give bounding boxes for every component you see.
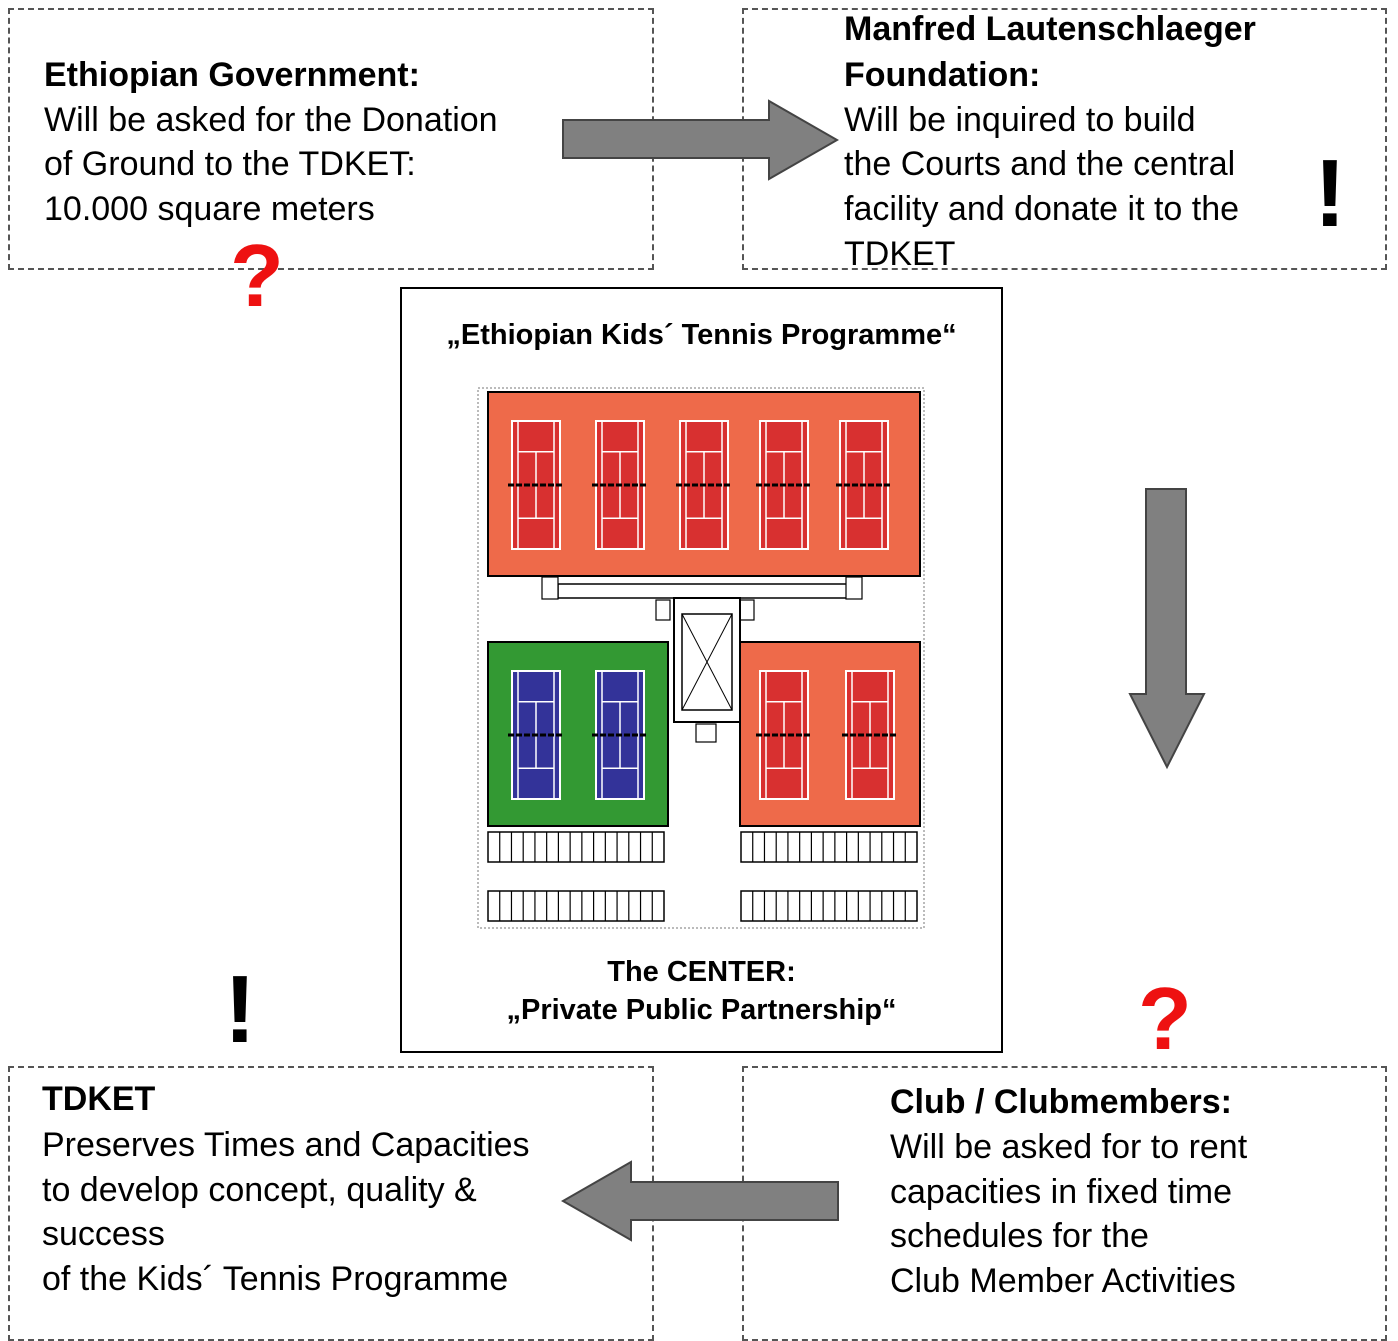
club-line-4: Club Member Activities bbox=[890, 1262, 1236, 1300]
clay-court-top-5 bbox=[836, 420, 892, 550]
government-question-mark: ? bbox=[230, 226, 284, 325]
club-question-mark: ? bbox=[1138, 969, 1192, 1068]
foundation-heading-2: Foundation: bbox=[844, 56, 1041, 94]
clay-court-bottom-1 bbox=[756, 670, 812, 800]
tdket-line-2: to develop concept, quality & bbox=[42, 1171, 477, 1209]
seating-block-1 bbox=[487, 831, 665, 863]
down-arrow bbox=[1128, 488, 1206, 770]
foundation-exclamation-mark: ! bbox=[1314, 140, 1346, 247]
club-heading: Club / Clubmembers: bbox=[890, 1083, 1232, 1121]
foundation-line-4: TDKET bbox=[844, 235, 956, 273]
center-title: „Ethiopian Kids´ Tennis Programme“ bbox=[446, 319, 957, 351]
tennis-center-site-plan bbox=[477, 387, 925, 929]
club-line-1: Will be asked for to rent bbox=[890, 1128, 1248, 1166]
tdket-line-3: success bbox=[42, 1215, 165, 1253]
center-caption-1: The CENTER: bbox=[607, 956, 796, 988]
center-caption-2: „Private Public Partnership“ bbox=[506, 994, 897, 1026]
hard-court-2 bbox=[592, 670, 648, 800]
tdket-line-4: of the Kids´ Tennis Programme bbox=[42, 1260, 509, 1298]
clay-court-top-4 bbox=[756, 420, 812, 550]
club-line-2: capacities in fixed time bbox=[890, 1173, 1233, 1211]
seating-block-2 bbox=[740, 831, 918, 863]
foundation-heading-1: Manfred Lautenschlaeger bbox=[844, 10, 1256, 48]
government-line-2: of Ground to the TDKET: bbox=[44, 145, 416, 183]
tdket-line-1: Preserves Times and Capacities bbox=[42, 1126, 530, 1164]
club-line-3: schedules for the bbox=[890, 1217, 1149, 1255]
government-heading: Ethiopian Government: bbox=[44, 56, 420, 94]
seating-block-3 bbox=[487, 890, 665, 922]
right-arrow bbox=[562, 99, 840, 181]
government-line-3: 10.000 square meters bbox=[44, 190, 375, 228]
foundation-line-1: Will be inquired to build bbox=[844, 101, 1196, 139]
central-facility bbox=[673, 597, 741, 743]
clay-court-bottom-2 bbox=[842, 670, 898, 800]
foundation-line-3: facility and donate it to the bbox=[844, 190, 1240, 228]
left-arrow bbox=[560, 1160, 839, 1242]
clay-court-top-3 bbox=[676, 420, 732, 550]
clay-court-top-1 bbox=[508, 420, 564, 550]
hard-court-1 bbox=[508, 670, 564, 800]
clay-court-top-2 bbox=[592, 420, 648, 550]
government-line-1: Will be asked for the Donation bbox=[44, 101, 498, 139]
seating-block-4 bbox=[740, 890, 918, 922]
foundation-line-2: the Courts and the central bbox=[844, 145, 1236, 183]
tdket-heading: TDKET bbox=[42, 1080, 156, 1118]
tdket-exclamation-mark: ! bbox=[224, 956, 256, 1063]
